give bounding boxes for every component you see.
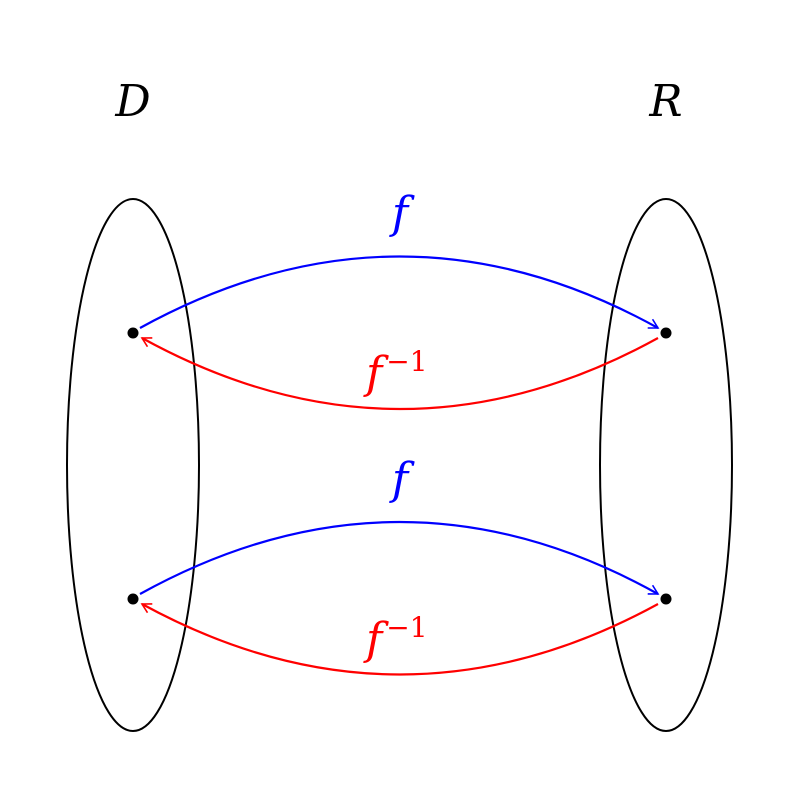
- forward-arrow-upper: [139, 255, 660, 329]
- domain-element-dot-upper: [127, 327, 139, 339]
- domain-element-dot-lower: [127, 593, 139, 605]
- inverse-exponent-lower: −1: [386, 611, 427, 644]
- forward-label-upper: f: [389, 188, 415, 239]
- inverse-base-upper: f: [363, 348, 389, 399]
- inverse-label-upper: f−1: [363, 345, 428, 399]
- inverse-exponent-upper: −1: [386, 345, 427, 378]
- domain-label: D: [114, 76, 150, 127]
- range-label: R: [648, 76, 682, 127]
- range-set-ellipse: [599, 198, 733, 732]
- inverse-arrow-upper: [140, 337, 659, 411]
- forward-label-lower: f: [389, 454, 415, 505]
- range-element-dot-upper: [660, 327, 672, 339]
- inverse-arrow-lower: [140, 603, 659, 676]
- domain-set-ellipse: [66, 198, 200, 732]
- forward-arrow-lower: [139, 520, 660, 595]
- range-element-dot-lower: [660, 593, 672, 605]
- inverse-label-lower: f−1: [363, 611, 428, 665]
- inverse-base-lower: f: [363, 614, 389, 665]
